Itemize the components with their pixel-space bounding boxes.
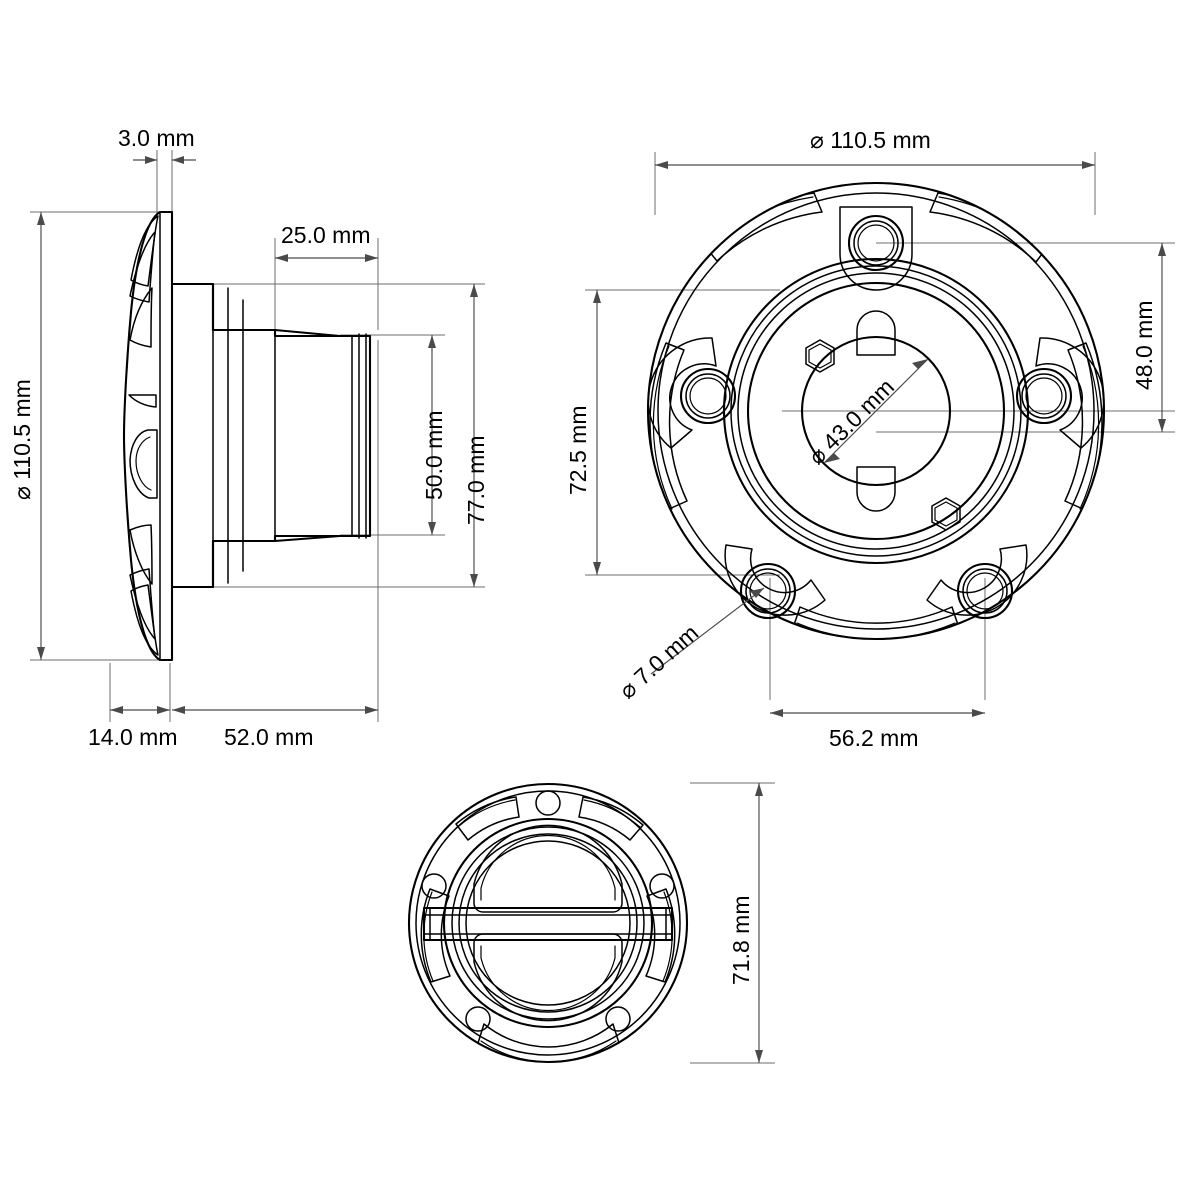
dimension-label-43mm: ⌀ 43.0 mm: [803, 374, 899, 470]
rear-view-extension-lines: [690, 782, 775, 1064]
front-bolt-bosses: [647, 206, 1105, 620]
front-hex-socket-lower-right: [931, 497, 961, 531]
front-view-extension-lines: [585, 152, 1175, 700]
rear-handle-pockets: [473, 824, 623, 1022]
dimension-side-total-length: 52.0 mm: [172, 706, 378, 750]
front-bolt-boss-lower-left: [724, 544, 826, 620]
dimension-label-52mm: 52.0 mm: [224, 724, 313, 750]
side-section-view: 3.0 mm 25.0 mm ⌀ 110.5 mm 50.0 mm: [9, 125, 489, 750]
dimension-side-spigot-length: 25.0 mm: [275, 222, 378, 262]
front-bolt-boss-upper-left: [647, 337, 737, 449]
dimension-front-outer-diameter: ⌀ 110.5 mm: [655, 127, 1095, 169]
front-face-view: ⌀ 110.5 mm ⌀ 43.0 mm 72.5 mm 48.0 mm: [565, 127, 1175, 751]
rear-small-holes: [421, 790, 675, 1032]
dimension-label-50mm: 50.0 mm: [421, 411, 447, 500]
dimension-label-71-8mm: 71.8 mm: [728, 896, 754, 985]
front-centre-bore: [800, 335, 952, 487]
dimension-label-72-5mm: 72.5 mm: [565, 406, 591, 495]
front-outer-inner-circle: [657, 192, 1095, 630]
dimension-rear-height: 71.8 mm: [728, 783, 763, 1063]
dimension-label-25mm: 25.0 mm: [281, 222, 370, 248]
dimension-label-3mm: 3.0 mm: [118, 125, 195, 151]
dimension-label-48mm: 48.0 mm: [1131, 301, 1157, 390]
dimension-side-body-diameter: 77.0 mm: [463, 284, 489, 587]
front-bolt-boss-top: [839, 206, 913, 291]
dimension-front-hole-diameter: ⌀ 7.0 mm: [614, 587, 765, 704]
front-centre-tabs: [856, 310, 896, 512]
rear-outer-inner-circle: [415, 790, 681, 1056]
dimension-front-bolt-span: 72.5 mm: [565, 290, 601, 575]
rear-hole-top: [535, 790, 561, 816]
rear-hole-lower-right: [605, 1006, 631, 1032]
front-bolt-boss-lower-right: [926, 544, 1028, 620]
rear-hole-upper-left: [421, 873, 447, 899]
dimension-front-hole-width: 56.2 mm: [770, 709, 985, 751]
dimension-side-cap-depth: 14.0 mm: [88, 706, 177, 750]
front-hex-socket-upper-left: [805, 339, 835, 373]
front-hex-sockets: [805, 339, 961, 531]
dimension-label-77mm: 77.0 mm: [463, 436, 489, 525]
dimension-side-neck-diameter: 50.0 mm: [421, 335, 447, 535]
dimension-label-14mm: 14.0 mm: [88, 724, 177, 750]
rear-cap-view: 71.8 mm: [407, 782, 775, 1064]
rear-hole-upper-right: [649, 873, 675, 899]
rear-handle-bar: [422, 906, 674, 942]
rear-hole-lower-left: [465, 1006, 491, 1032]
dimension-front-bore-diameter: ⌀ 43.0 mm: [803, 358, 929, 470]
side-view-extension-lines: [30, 150, 485, 722]
dimension-side-flange-diameter: ⌀ 110.5 mm: [9, 212, 45, 660]
dimension-label-7mm: ⌀ 7.0 mm: [614, 620, 703, 704]
rear-inner-rings: [442, 817, 654, 1029]
dimension-label-front-110-5mm: ⌀ 110.5 mm: [810, 127, 931, 153]
dimension-side-thickness: 3.0 mm: [118, 125, 196, 164]
dimension-label-side-110-5mm: ⌀ 110.5 mm: [9, 379, 35, 500]
dimension-label-56-2mm: 56.2 mm: [829, 725, 918, 751]
front-bolt-boss-upper-right: [1015, 337, 1105, 449]
side-flange-profile: [122, 210, 174, 662]
dimension-front-hole-pitch: 48.0 mm: [1131, 243, 1166, 432]
side-body-profile: [170, 282, 372, 589]
front-centre-plate: [722, 257, 1030, 565]
